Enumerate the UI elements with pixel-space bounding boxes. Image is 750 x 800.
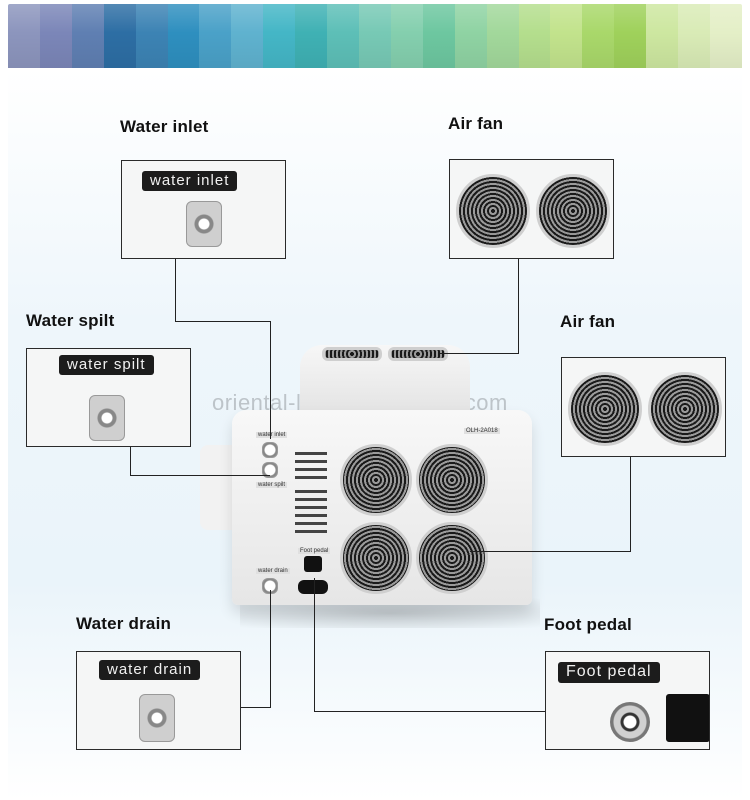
header-stripe [71,4,104,68]
vent-slot [295,460,327,463]
water-inlet-title: Water inlet [120,117,209,136]
port-label-drain: water drain [256,568,290,574]
header-stripe [8,4,40,68]
header-stripe [231,4,264,68]
spilt-connector-icon [262,462,278,478]
header-stripe [103,4,136,68]
air-fan-top-right-icon [536,174,610,248]
header-stripe [486,4,519,68]
water-drain-tag: water drain [99,660,201,680]
machine-back-panel: OLH-2A018 water inlet water spilt water … [232,410,532,605]
port-label-inlet: water inlet [256,432,288,438]
water-drain-inset: water drain [76,651,241,750]
leader-line-fan-right-v [630,456,631,552]
rear-fan-2-icon [416,444,488,516]
model-label: OLH-2A018 [464,428,500,434]
water-drain-title: Water drain [76,614,172,633]
water-inlet-tag: water inlet [142,171,238,191]
water-inlet-inset: water inlet [121,160,286,259]
leader-line-drain-v [270,590,271,708]
header-stripe [39,4,72,68]
leader-line-inlet-v2 [270,321,271,439]
leader-line-drain-h [241,707,271,708]
header-stripe [709,4,742,68]
top-fan-left-icon [322,347,382,361]
header-shade [8,4,742,68]
machine-handle [200,445,236,530]
header-stripe [390,4,423,68]
vent-slot [295,522,327,525]
header-stripe [167,4,200,68]
rear-fan-3-icon [340,522,412,594]
power-inlet-icon [666,694,709,742]
inlet-connector-icon [262,442,278,458]
pedal-connector-icon [610,702,650,742]
header-stripe [295,4,328,68]
rear-fan-4-icon [416,522,488,594]
header-stripe [327,4,359,68]
leader-line-spilt-h [130,475,270,476]
leader-line-fan-right-h [470,551,631,552]
water-inlet-connector-icon [186,201,222,247]
vent-slot [295,490,327,493]
vent-slot [295,514,327,517]
header-stripe [263,4,296,68]
header-stripe [454,4,487,68]
pedal-socket-icon [304,556,322,572]
header-color-band [8,4,742,68]
water-spilt-connector-icon [89,395,125,441]
air-fan-right-right-icon [648,372,722,446]
leader-line-pedal-v [314,578,315,712]
header-stripe [550,4,583,68]
header-stripe [582,4,615,68]
leader-line-pedal-h [314,711,546,712]
foot-pedal-tag: Foot pedal [558,662,660,683]
foot-pedal-title: Foot pedal [544,615,632,634]
header-stripe [678,4,710,68]
rear-fan-1-icon [340,444,412,516]
vent-slot [295,530,327,533]
water-spilt-title: Water spilt [26,311,115,330]
header-stripe [646,4,679,68]
top-fan-right-icon [388,347,448,361]
water-spilt-tag: water spilt [59,355,154,375]
pedal-port-label: Foot pedal [298,548,331,554]
water-spilt-inset: water spilt [26,348,191,447]
air-fan-right-left-icon [568,372,642,446]
foot-pedal-inset: Foot pedal [545,651,710,750]
leader-line-fan-top-h [440,353,519,354]
leader-line-fan-top-v [518,258,519,354]
header-stripe [358,4,391,68]
header-stripe [422,4,455,68]
vent-slot [295,498,327,501]
vent-slot [295,506,327,509]
vent-slot [295,452,327,455]
air-fan-top-left-icon [456,174,530,248]
air-fan-top-inset [449,159,614,259]
header-stripe [199,4,232,68]
header-stripe [135,4,168,68]
air-fan-right-inset [561,357,726,457]
header-stripe [614,4,647,68]
leader-line-inlet-h [175,321,271,322]
vent-slot [295,476,327,479]
machine-top-unit [300,345,470,415]
vent-slot [295,468,327,471]
air-fan-top-title: Air fan [448,114,504,133]
water-drain-connector-icon [139,694,175,742]
leader-line-spilt-v [130,447,131,476]
port-label-spilt: water spilt [256,482,288,488]
air-fan-right-title: Air fan [560,312,616,331]
power-socket-icon [298,580,328,594]
leader-line-inlet-v [175,258,176,322]
header-stripe [518,4,551,68]
